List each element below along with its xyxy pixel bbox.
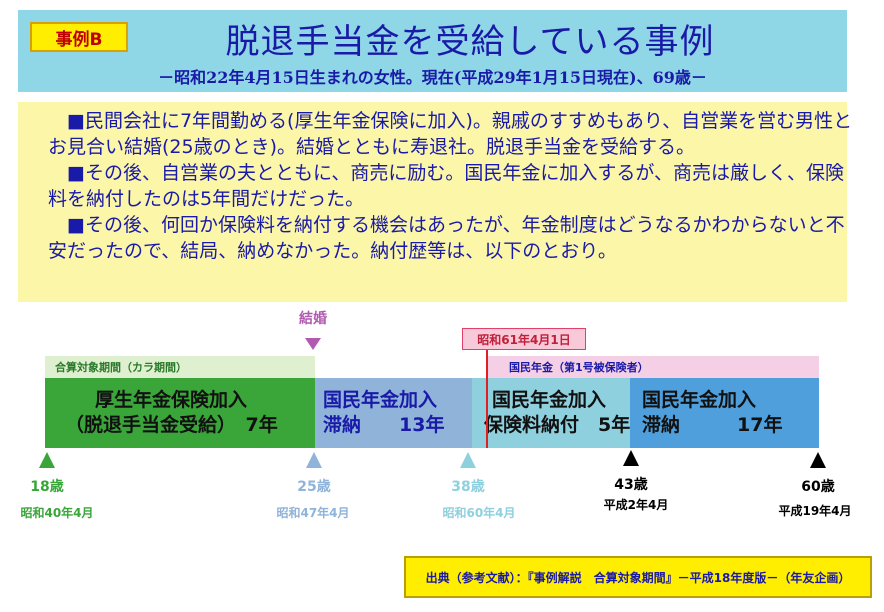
segment-2-line2: 滞納 13年 — [323, 414, 445, 436]
age-18-label: 18歳 — [30, 479, 64, 495]
age-25-label: 25歳 — [297, 479, 331, 495]
header-banner — [18, 10, 847, 92]
age-38-date: 昭和60年4月 — [442, 506, 516, 520]
age-43-marker-icon — [623, 450, 639, 466]
segment-3-line2: 保険料納付 5年 — [484, 414, 631, 436]
age-43-date: 平成2年4月 — [603, 498, 669, 512]
age-18-date: 昭和40年4月 — [20, 506, 94, 520]
age-38-label: 38歳 — [451, 479, 485, 495]
segment-unpaid-2: 国民年金加入 滞納 17年 — [630, 378, 819, 448]
age-25-marker-icon — [306, 452, 322, 468]
segment-1-line2: （脱退手当金受給） 7年 — [65, 414, 278, 436]
page-subtitle: －昭和22年4月15日生まれの女性。現在(平成29年1月15日現在)、69歳－ — [158, 68, 707, 87]
segment-4-line1: 国民年金加入 — [642, 389, 757, 411]
segment-employee-pension: 厚生年金保険加入 （脱退手当金受給） 7年 — [45, 378, 315, 448]
source-citation: 出典（参考文献）：『事例解説 合算対象期間』－平成18年度版－（年友企画） — [404, 556, 872, 598]
age-18-marker-icon — [39, 452, 55, 468]
segment-3-line1: 国民年金加入 — [492, 389, 607, 411]
segment-2-line1: 国民年金加入 — [323, 389, 438, 411]
marriage-label: 結婚 — [299, 311, 327, 327]
age-60-marker-icon — [810, 452, 826, 468]
age-25-date: 昭和47年4月 — [276, 506, 350, 520]
description-box: ■民間会社に7年間勤める(厚生年金保険に加入)。親戚のすすめもあり、自営業を営む… — [18, 102, 852, 302]
national-pension-strip: 国民年金（第1号被保険者） — [487, 356, 819, 378]
segment-1-line1: 厚生年金保険加入 — [95, 389, 248, 411]
age-38-marker-icon — [460, 452, 476, 468]
page-title: 脱退手当金を受給している事例 — [225, 21, 715, 62]
description-paragraph-3: ■その後、何回か保険料を納付する機会はあったが、年金制度はどうなるかわからないと… — [48, 214, 845, 262]
cutoff-date-label: 昭和61年4月1日 — [462, 328, 586, 350]
description-paragraph-2: ■その後、自営業の夫とともに、商売に励む。国民年金に加入するが、商売は厳しく、保… — [48, 162, 845, 210]
marriage-marker-icon — [305, 338, 321, 350]
segment-4-line2: 滞納 17年 — [642, 414, 783, 436]
segment-paid: 国民年金加入 保険料納付 5年 — [472, 378, 630, 448]
age-43-label: 43歳 — [614, 477, 648, 493]
age-60-date: 平成19年4月 — [778, 504, 852, 518]
kara-period-strip: 合算対象期間（カラ期間） — [45, 356, 315, 378]
description-paragraph-1: ■民間会社に7年間勤める(厚生年金保険に加入)。親戚のすすめもあり、自営業を営む… — [48, 110, 853, 158]
case-badge: 事例B — [30, 22, 128, 52]
segment-unpaid-1: 国民年金加入 滞納 13年 — [315, 378, 472, 448]
cutoff-line — [486, 350, 488, 448]
age-60-label: 60歳 — [801, 479, 835, 495]
